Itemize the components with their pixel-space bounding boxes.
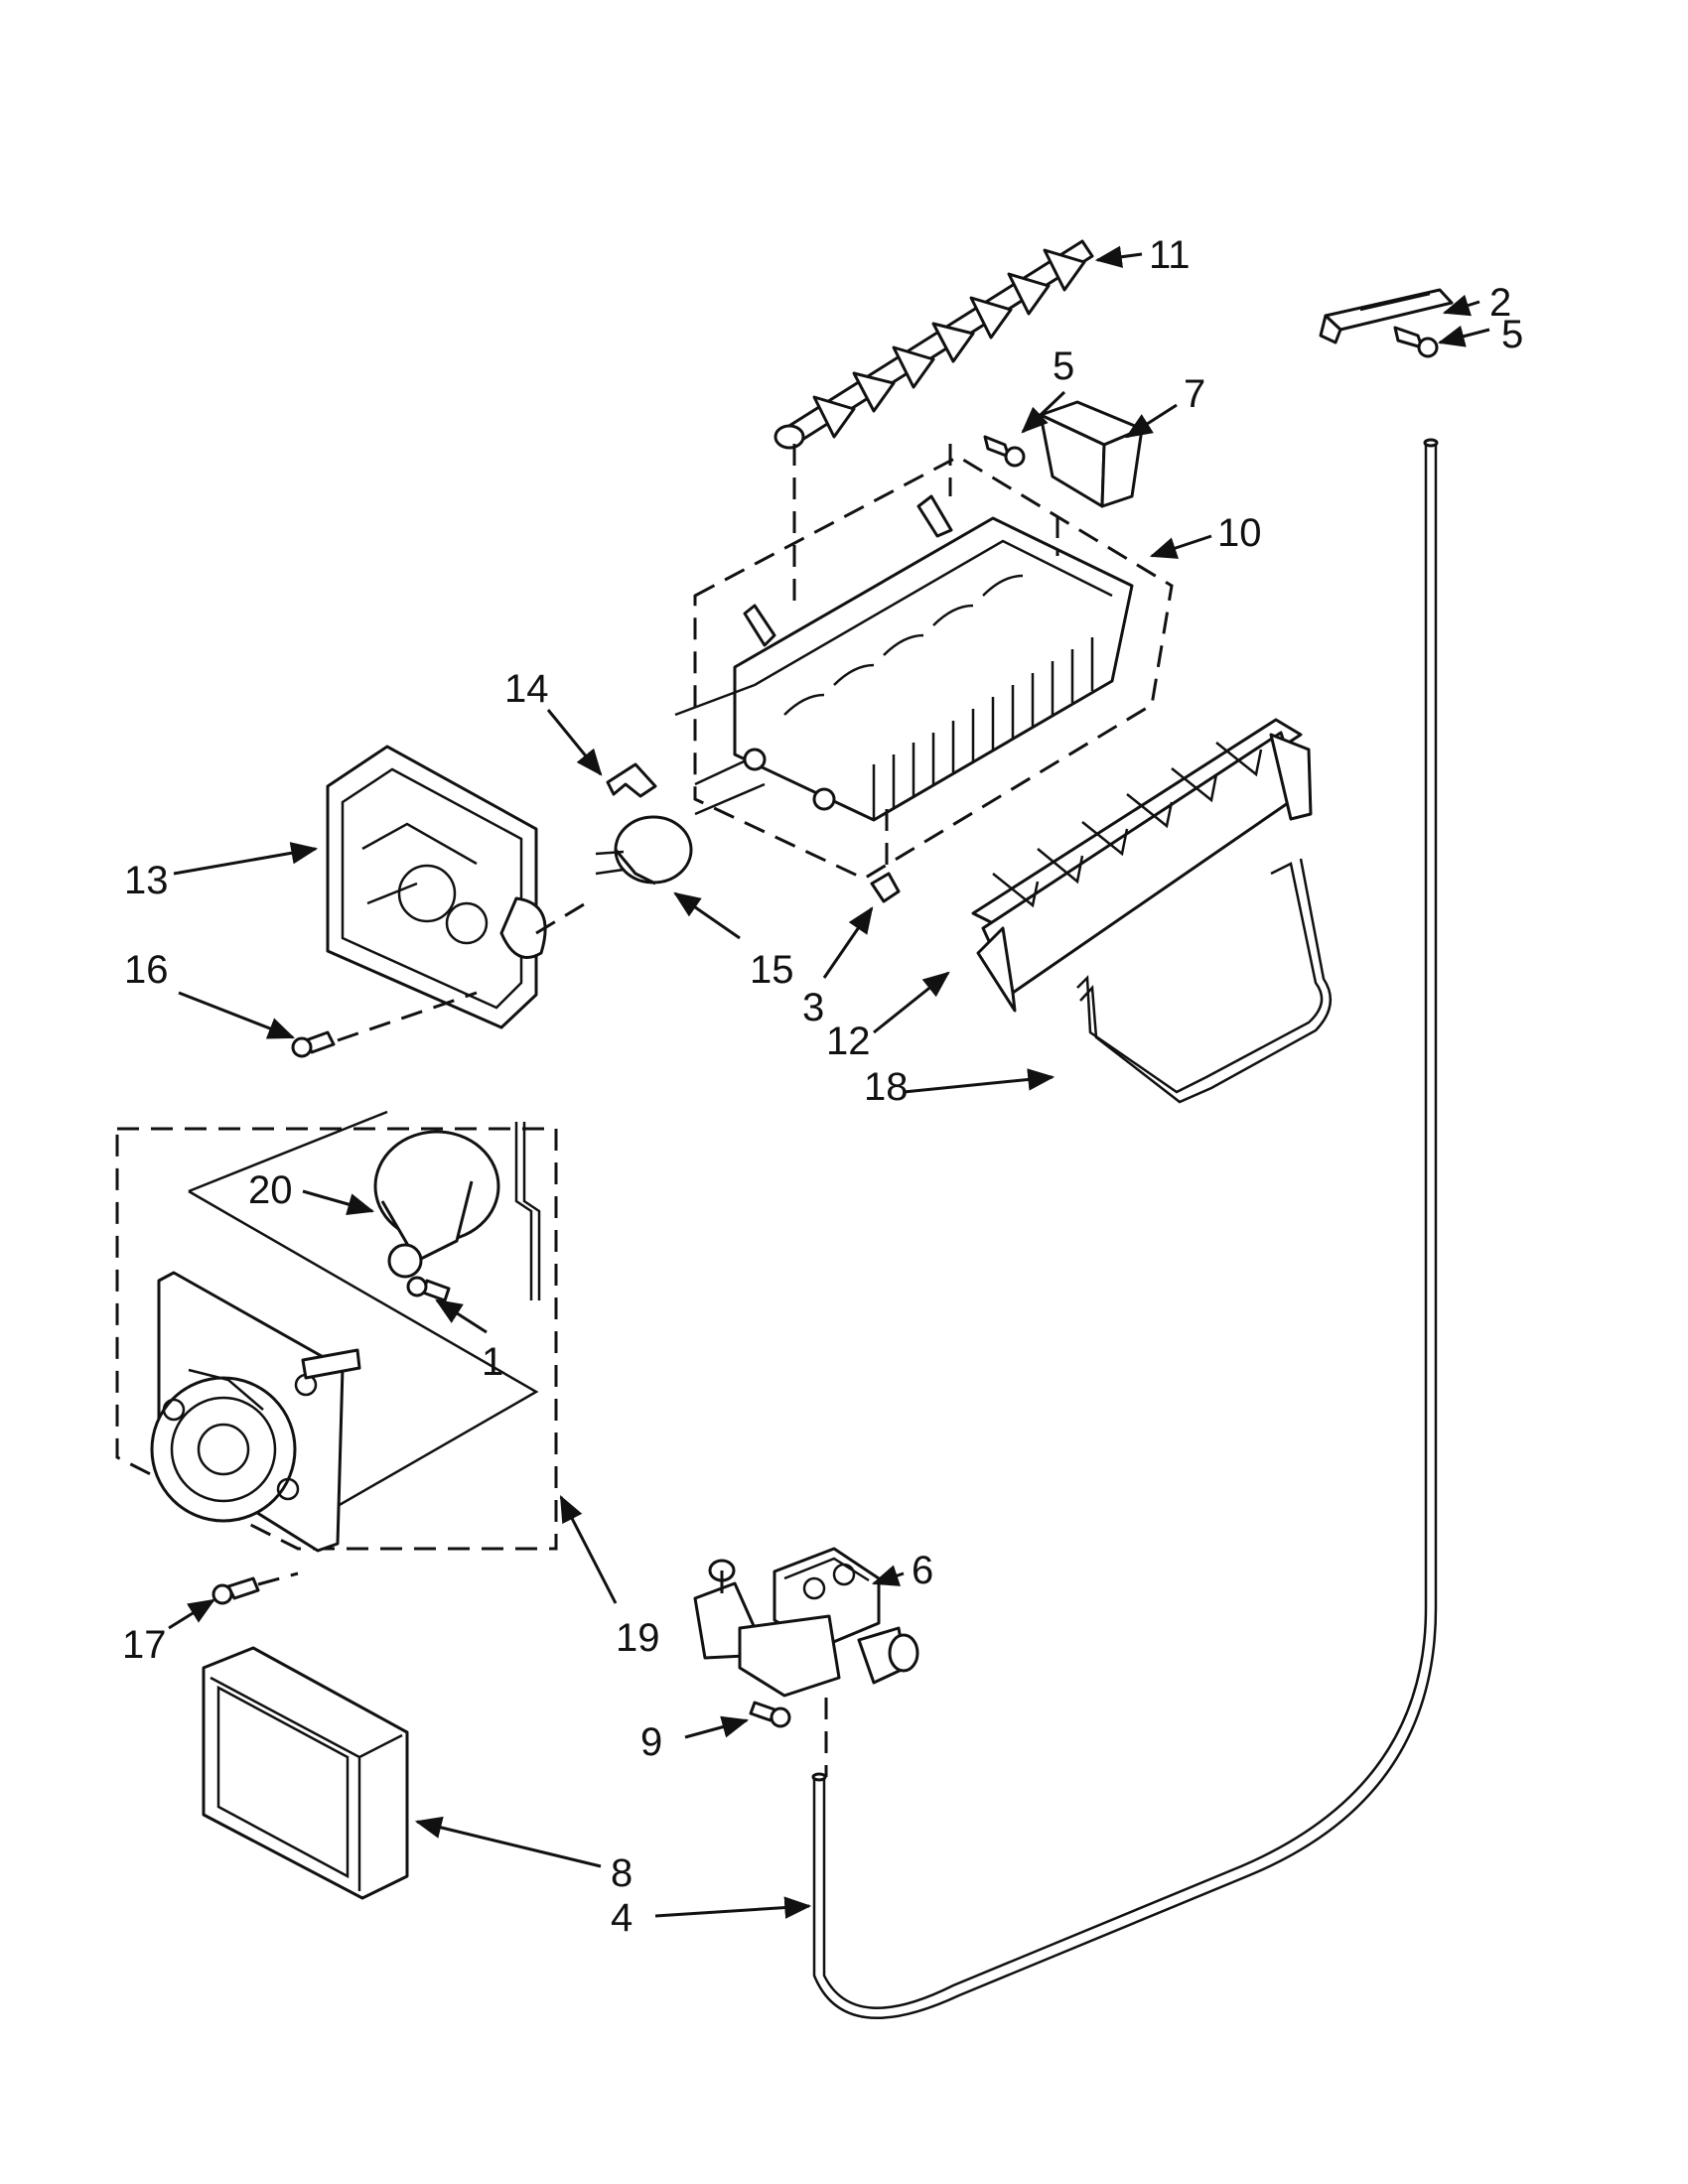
leader-16 xyxy=(178,991,296,1039)
screw-part xyxy=(406,1276,451,1302)
leader-8 xyxy=(414,1816,602,1868)
fill-cup xyxy=(1039,400,1144,508)
callout-10: 10 xyxy=(1217,511,1262,555)
callout-17: 17 xyxy=(122,1623,167,1667)
screw-part xyxy=(211,1576,260,1605)
callout-1: 1 xyxy=(482,1340,503,1384)
screw-part xyxy=(749,1701,791,1728)
callout-9: 9 xyxy=(640,1720,662,1764)
leader-2 xyxy=(1442,294,1480,317)
spring-clip xyxy=(606,762,657,798)
leader-7 xyxy=(1125,403,1178,439)
bracket-part xyxy=(1319,288,1454,344)
housing-connector-line xyxy=(535,896,595,935)
leader-19 xyxy=(559,1494,618,1604)
callout-3: 3 xyxy=(802,986,824,1029)
leader-12 xyxy=(873,971,950,1034)
callout-16: 16 xyxy=(124,948,169,992)
ice-mold xyxy=(674,494,1134,822)
control-housing xyxy=(326,745,547,1029)
callout-2: 2 xyxy=(1489,281,1511,325)
callout-15: 15 xyxy=(750,948,794,992)
leader-5b xyxy=(1021,390,1066,434)
leader-6 xyxy=(871,1565,905,1586)
callout-8: 8 xyxy=(611,1851,633,1895)
drive-motor xyxy=(373,1122,541,1300)
shutoff-arm xyxy=(1076,858,1333,1104)
leader-13 xyxy=(173,842,319,876)
module-plate xyxy=(150,1271,361,1553)
callout-5: 5 xyxy=(1053,344,1074,388)
leader-1 xyxy=(435,1298,488,1334)
leader-11 xyxy=(1094,245,1143,268)
ice-stripper xyxy=(971,718,1313,1013)
callout-13: 13 xyxy=(124,859,169,902)
leader-18 xyxy=(903,1068,1055,1094)
mold-assembly-outline xyxy=(693,455,1174,881)
callout-11: 11 xyxy=(1149,233,1191,277)
callout-7: 7 xyxy=(1184,372,1205,416)
leader-9 xyxy=(684,1715,750,1739)
clip-part xyxy=(870,872,901,903)
callout-4: 4 xyxy=(611,1896,633,1940)
leader-15 xyxy=(673,891,741,940)
callout-18: 18 xyxy=(864,1065,909,1109)
leader-17 xyxy=(168,1598,215,1630)
motor-module-outline xyxy=(115,1127,558,1551)
thermostat xyxy=(595,815,693,886)
plate-screw-line xyxy=(257,1571,299,1586)
callout-19: 19 xyxy=(616,1616,660,1660)
leader-20 xyxy=(302,1189,375,1216)
callout-14: 14 xyxy=(504,667,549,711)
callout-6: 6 xyxy=(912,1549,933,1592)
leader-4 xyxy=(654,1896,812,1919)
water-tube xyxy=(811,438,1439,2020)
callout-12: 12 xyxy=(826,1020,871,1063)
module-panel-lines xyxy=(188,1110,539,1531)
leader-5a xyxy=(1437,325,1490,347)
cover-part xyxy=(202,1646,409,1900)
leader-3 xyxy=(822,906,874,979)
leader-14 xyxy=(546,709,603,776)
screw-part xyxy=(983,435,1026,468)
callout-20: 20 xyxy=(248,1168,293,1212)
callout-5: 5 xyxy=(1501,313,1523,356)
leader-10 xyxy=(1149,534,1212,559)
ejector-shaft xyxy=(774,239,1094,450)
water-valve xyxy=(693,1547,919,1698)
screw-alignment-line xyxy=(337,991,478,1042)
screw-part xyxy=(1393,326,1439,358)
screw-part xyxy=(291,1030,336,1058)
